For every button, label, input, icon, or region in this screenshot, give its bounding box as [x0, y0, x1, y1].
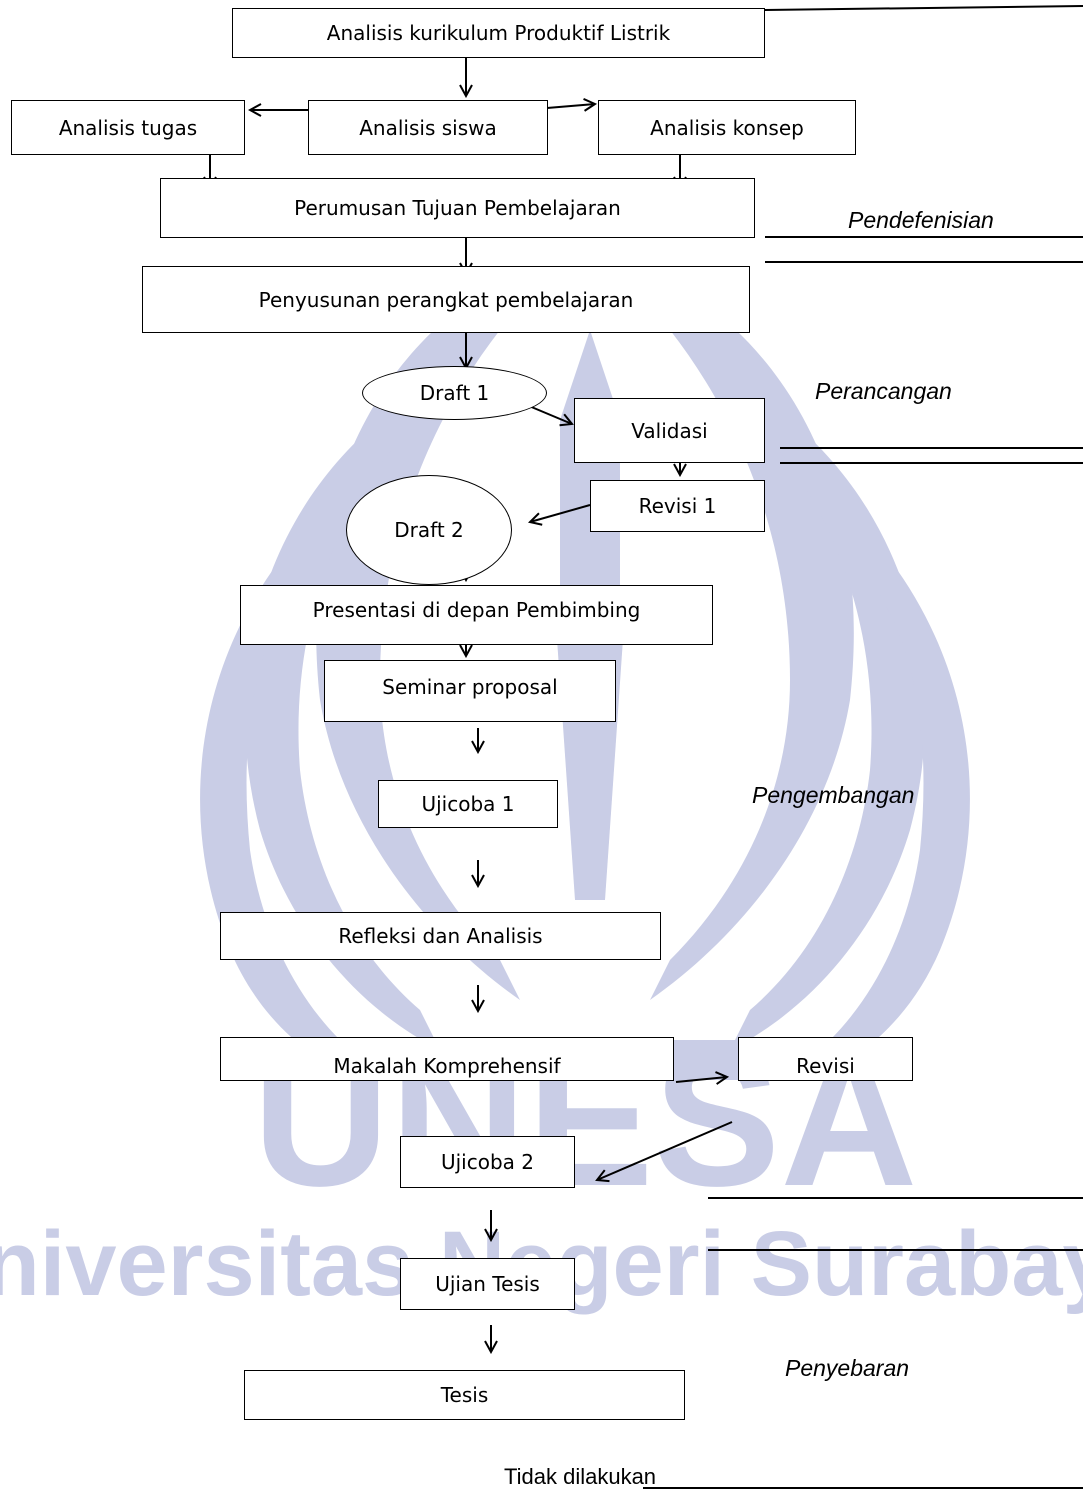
box-ujicoba-1: Ujicoba 1 [378, 780, 558, 828]
box-refleksi: Refleksi dan Analisis [220, 912, 661, 960]
phase-pendefenisian: Pendefenisian [848, 207, 994, 233]
box-analisis-kurikulum: Analisis kurikulum Produktif Listrik [232, 8, 765, 58]
box-perumusan-tujuan: Perumusan Tujuan Pembelajaran [160, 178, 755, 238]
phase-perancangan: Perancangan [815, 378, 952, 404]
box-seminar-proposal: Seminar proposal [324, 660, 616, 722]
box-analisis-siswa: Analisis siswa [308, 100, 548, 155]
box-validasi: Validasi [574, 398, 765, 463]
ellipse-draft-2: Draft 2 [346, 475, 512, 585]
note-tidak-dilakukan: Tidak dilakukan [504, 1464, 657, 1489]
box-analisis-tugas: Analisis tugas [11, 100, 245, 155]
box-penyusunan-perangkat: Penyusunan perangkat pembelajaran [142, 266, 750, 333]
box-analisis-konsep: Analisis konsep [598, 100, 856, 155]
ellipse-draft-1: Draft 1 [362, 366, 547, 420]
box-revisi-1: Revisi 1 [590, 480, 765, 532]
box-ujian-tesis: Ujian Tesis [400, 1258, 575, 1310]
box-presentasi: Presentasi di depan Pembimbing [240, 585, 713, 645]
phase-pengembangan: Pengembangan [752, 782, 915, 808]
box-revisi: Revisi [738, 1037, 913, 1081]
box-makalah: Makalah Komprehensif [220, 1037, 674, 1081]
box-tesis: Tesis [244, 1370, 685, 1420]
box-ujicoba-2: Ujicoba 2 [400, 1136, 575, 1188]
phase-penyebaran: Penyebaran [785, 1355, 910, 1381]
